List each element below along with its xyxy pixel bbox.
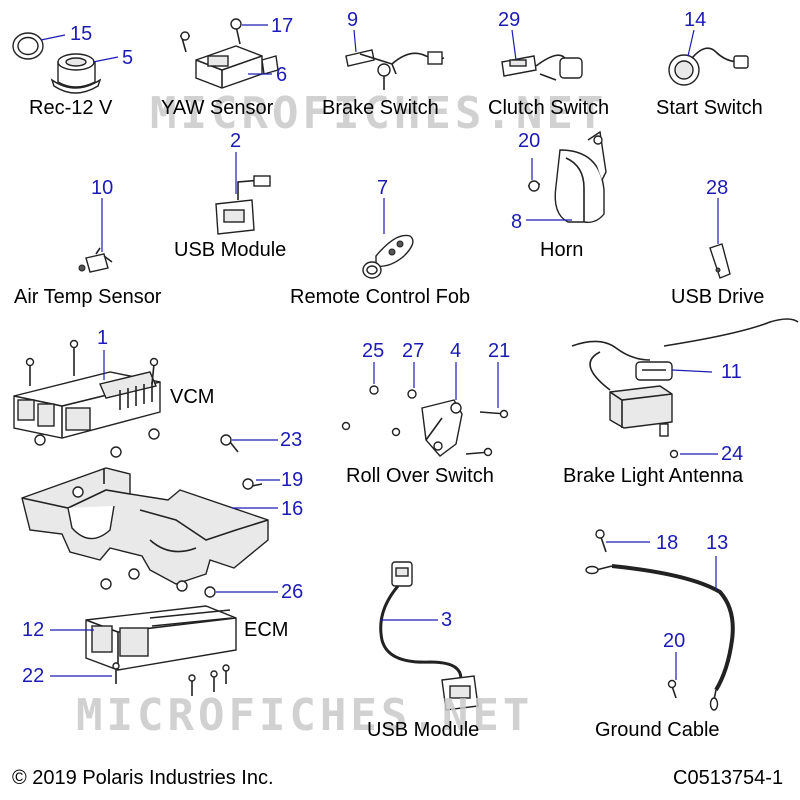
vcm-part [13, 339, 161, 458]
ground-cable-part [585, 564, 735, 711]
diagram-code: C0513754-1 [673, 767, 784, 789]
screws-22-part [112, 662, 230, 696]
callout-1: 1 [97, 327, 109, 349]
callout-3: 3 [441, 609, 453, 631]
watermark-top: MICROFICHES.NET [150, 88, 608, 139]
label-clutch-switch: Clutch Switch [488, 97, 610, 119]
callout-25: 25 [362, 340, 385, 362]
yaw-sensor-part [180, 18, 279, 89]
leader-11 [671, 369, 713, 373]
callout-15: 15 [70, 23, 93, 45]
bolt-18-part [595, 529, 607, 553]
roll-over-switch-part [421, 399, 463, 457]
callout-12: 12 [22, 619, 45, 641]
callout-26: 26 [281, 581, 304, 603]
label-rec-12v: Rec-12 V [29, 97, 113, 119]
callout-27: 27 [402, 340, 425, 362]
label-start-switch: Start Switch [656, 97, 763, 119]
clutch-switch-part [501, 54, 583, 81]
callout-4: 4 [450, 340, 462, 362]
callout-18: 18 [656, 532, 679, 554]
callout-20-bottom: 20 [663, 630, 686, 652]
remote-fob-part [362, 234, 414, 279]
watermark-bottom: MICROFICHES.NET [76, 690, 534, 741]
leader-29 [511, 29, 517, 61]
label-roll-over-switch: Roll Over Switch [346, 465, 494, 487]
leader-14 [687, 29, 695, 57]
label-usb-module-top: USB Module [174, 239, 287, 261]
callout-10: 10 [91, 177, 114, 199]
roll-over-hardware-part [341, 385, 509, 457]
label-brake-light-antenna: Brake Light Antenna [563, 465, 744, 487]
usb-drive-part [709, 243, 731, 279]
callout-11: 11 [721, 361, 742, 383]
callout-19: 19 [281, 469, 304, 491]
label-vcm: VCM [170, 386, 215, 408]
callout-13: 13 [706, 532, 729, 554]
callout-28: 28 [706, 177, 729, 199]
leader-15 [40, 34, 66, 41]
label-ecm: ECM [244, 619, 289, 641]
callout-5: 5 [122, 47, 134, 69]
ground-bolt-20-part [667, 679, 677, 699]
callout-29: 29 [498, 9, 521, 31]
callout-22: 22 [22, 665, 45, 687]
callout-9: 9 [347, 9, 359, 31]
label-ground-cable: Ground Cable [595, 719, 720, 741]
label-usb-drive: USB Drive [671, 286, 765, 308]
rec-12v-ring-part [12, 32, 44, 60]
leader-9 [353, 29, 357, 53]
callout-14: 14 [684, 9, 707, 31]
label-brake-switch: Brake Switch [322, 97, 439, 119]
air-temp-sensor-part [78, 247, 113, 273]
rec-12v-socket-part [50, 53, 102, 94]
callout-24: 24 [721, 443, 744, 465]
label-air-temp-sensor: Air Temp Sensor [14, 286, 162, 308]
callout-23: 23 [280, 429, 303, 451]
label-horn: Horn [540, 239, 584, 261]
nuts-26-part [100, 568, 216, 598]
label-usb-module-bottom: USB Module [367, 719, 480, 741]
brake-light-antenna-part [571, 318, 799, 459]
callout-20-top: 20 [518, 130, 541, 152]
callout-16: 16 [281, 498, 304, 520]
horn-part [554, 130, 607, 224]
bracket-part [21, 467, 269, 585]
callout-6: 6 [276, 64, 288, 86]
copyright-text: © 2019 Polaris Industries Inc. [12, 767, 274, 789]
horn-bolt-part [527, 180, 541, 192]
usb-module-top-part [215, 175, 271, 235]
screw-23-part [220, 434, 239, 453]
brake-switch-part [345, 49, 445, 90]
ecm-part [85, 605, 237, 671]
usb-module-bottom-part [379, 561, 479, 711]
callout-21: 21 [488, 340, 511, 362]
callout-2: 2 [230, 130, 242, 152]
screw-19-part [242, 478, 263, 490]
callout-17: 17 [271, 15, 294, 37]
start-switch-part [668, 47, 749, 86]
leader-5 [92, 56, 119, 63]
callout-7: 7 [377, 177, 389, 199]
label-remote-control-fob: Remote Control Fob [290, 286, 471, 308]
callout-8: 8 [511, 211, 523, 233]
label-yaw-sensor: YAW Sensor [161, 97, 274, 119]
